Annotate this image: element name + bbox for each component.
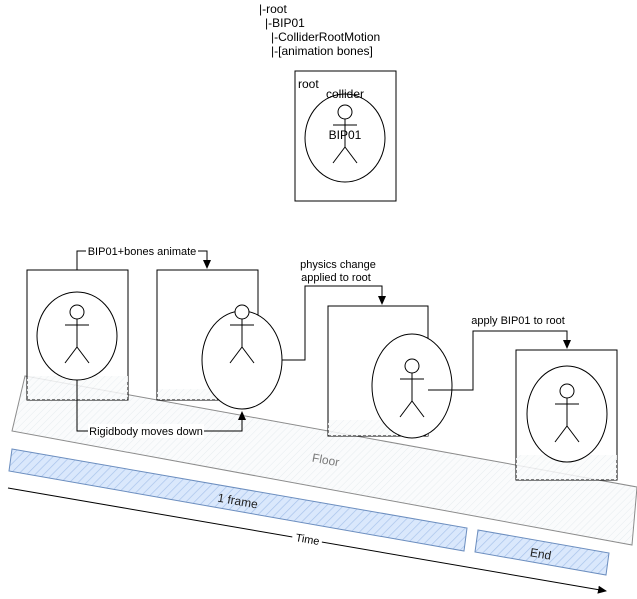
- floor-label: Floor: [311, 451, 340, 470]
- floor: Floor: [11, 375, 637, 546]
- connector-labels: BIP01+bones animate Rigidbody moves down…: [86, 244, 568, 438]
- hierarchy-list: |-root |-BIP01 |-ColliderRootMotion |-[a…: [259, 2, 380, 58]
- step4-box: [515, 349, 618, 481]
- label-physics-change-line1: physics change: [300, 259, 376, 271]
- frame-label: 1 frame: [216, 491, 259, 512]
- end-bar: [474, 529, 610, 576]
- collider-label: collider: [326, 87, 364, 101]
- hierarchy-line-bones: |-[animation bones]: [271, 44, 373, 58]
- step2-figure-icon: [229, 304, 255, 364]
- step2-box: [156, 269, 283, 410]
- hierarchy-line-bip01: |-BIP01: [265, 16, 305, 30]
- bip01-label: BIP01: [329, 128, 362, 142]
- floor-slab: [11, 375, 637, 546]
- step3-box: [327, 305, 453, 439]
- end-label: End: [529, 545, 552, 562]
- frame-bar: [8, 448, 468, 552]
- root-label: root: [298, 77, 319, 91]
- label-physics-change-line2: applied to root: [301, 272, 371, 284]
- hierarchy-line-collider: |-ColliderRootMotion: [271, 30, 380, 44]
- label-bip-animate: BIP01+bones animate: [88, 246, 197, 258]
- label-apply-bip: apply BIP01 to root: [471, 315, 565, 327]
- reference-box: root collider BIP01: [294, 70, 397, 202]
- label-rigidbody-down: Rigidbody moves down: [89, 426, 203, 438]
- step1-figure-icon: [64, 304, 90, 364]
- arrow-apply-bip: [428, 330, 571, 391]
- step1-box: [26, 269, 129, 401]
- step4-figure-icon: [554, 383, 580, 443]
- time-label: Time: [295, 532, 321, 548]
- step3-figure-icon: [399, 358, 425, 418]
- arrow-physics-change: [282, 285, 386, 361]
- bip01-figure-icon: [332, 104, 358, 164]
- timeline: 1 frame End Time: [7, 448, 610, 594]
- hierarchy-line-root: |-root: [259, 2, 287, 16]
